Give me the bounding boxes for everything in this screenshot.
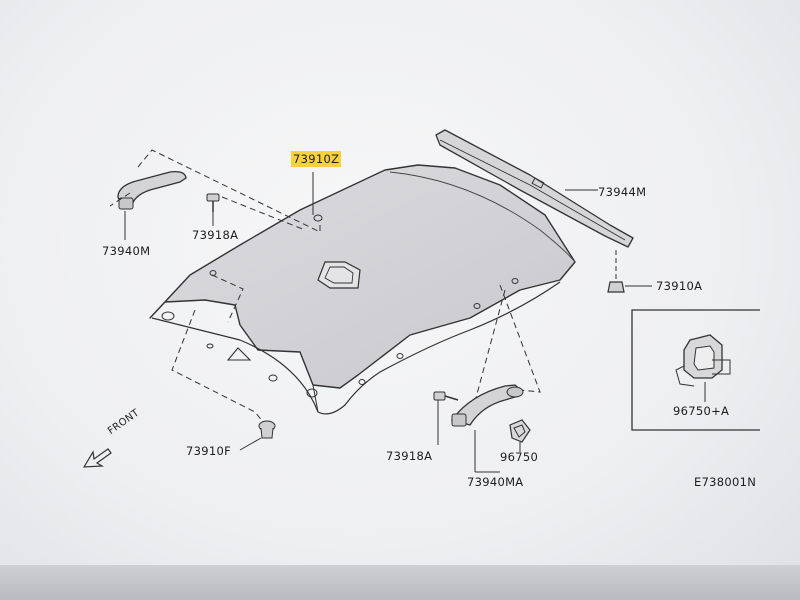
- label-clip-front: 73910F: [186, 444, 231, 458]
- roof-trim-rail: [435, 129, 634, 248]
- parts-diagram: [82, 129, 760, 473]
- label-detail-bracket: 96750+A: [673, 404, 730, 418]
- screw-left: [206, 193, 220, 226]
- monitor-bezel: [0, 565, 800, 600]
- assist-grip-right: [450, 384, 524, 473]
- label-headlining: 73910Z: [291, 151, 342, 167]
- diagram-code: E738001N: [694, 475, 757, 489]
- label-screw-left: 73918A: [192, 228, 239, 242]
- assist-grip-left: [117, 170, 187, 240]
- label-screw-right: 73918A: [386, 449, 433, 463]
- label-roof-trim-rail: 73944M: [598, 185, 647, 199]
- label-assist-grip-right: 73940MA: [467, 475, 524, 489]
- label-assist-grip-left: 73940M: [102, 244, 151, 258]
- screw-right: [433, 391, 459, 445]
- headlining-panel: [149, 164, 576, 415]
- bracket: [509, 419, 531, 452]
- clip-right: [607, 250, 652, 293]
- front-arrow-icon: [82, 448, 112, 468]
- clip-front: [239, 420, 276, 451]
- leader-lines: [312, 172, 598, 215]
- detail-box: [631, 309, 760, 431]
- label-clip-right: 73910A: [656, 279, 703, 293]
- label-bracket: 96750: [500, 450, 539, 464]
